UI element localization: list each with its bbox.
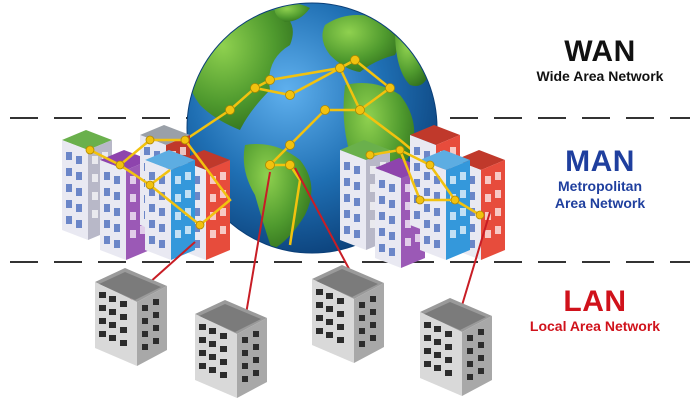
man-subtitle-line1: Metropolitan bbox=[558, 178, 642, 194]
wan-label: WAN Wide Area Network bbox=[510, 36, 690, 85]
wan-nodes bbox=[225, 55, 395, 170]
lan-title: LAN bbox=[563, 285, 627, 318]
wan-title: WAN bbox=[564, 35, 636, 68]
man-nodes bbox=[85, 135, 485, 230]
lan-subtitle: Local Area Network bbox=[529, 318, 661, 334]
lan-label: LAN Local Area Network bbox=[490, 286, 700, 335]
man-label: MAN Metropolitan Area Network bbox=[505, 146, 695, 212]
wan-subtitle: Wide Area Network bbox=[536, 68, 664, 84]
lan-buildings bbox=[95, 265, 492, 398]
man-subtitle-line2: Area Network bbox=[554, 195, 646, 211]
man-title: MAN bbox=[565, 145, 635, 178]
